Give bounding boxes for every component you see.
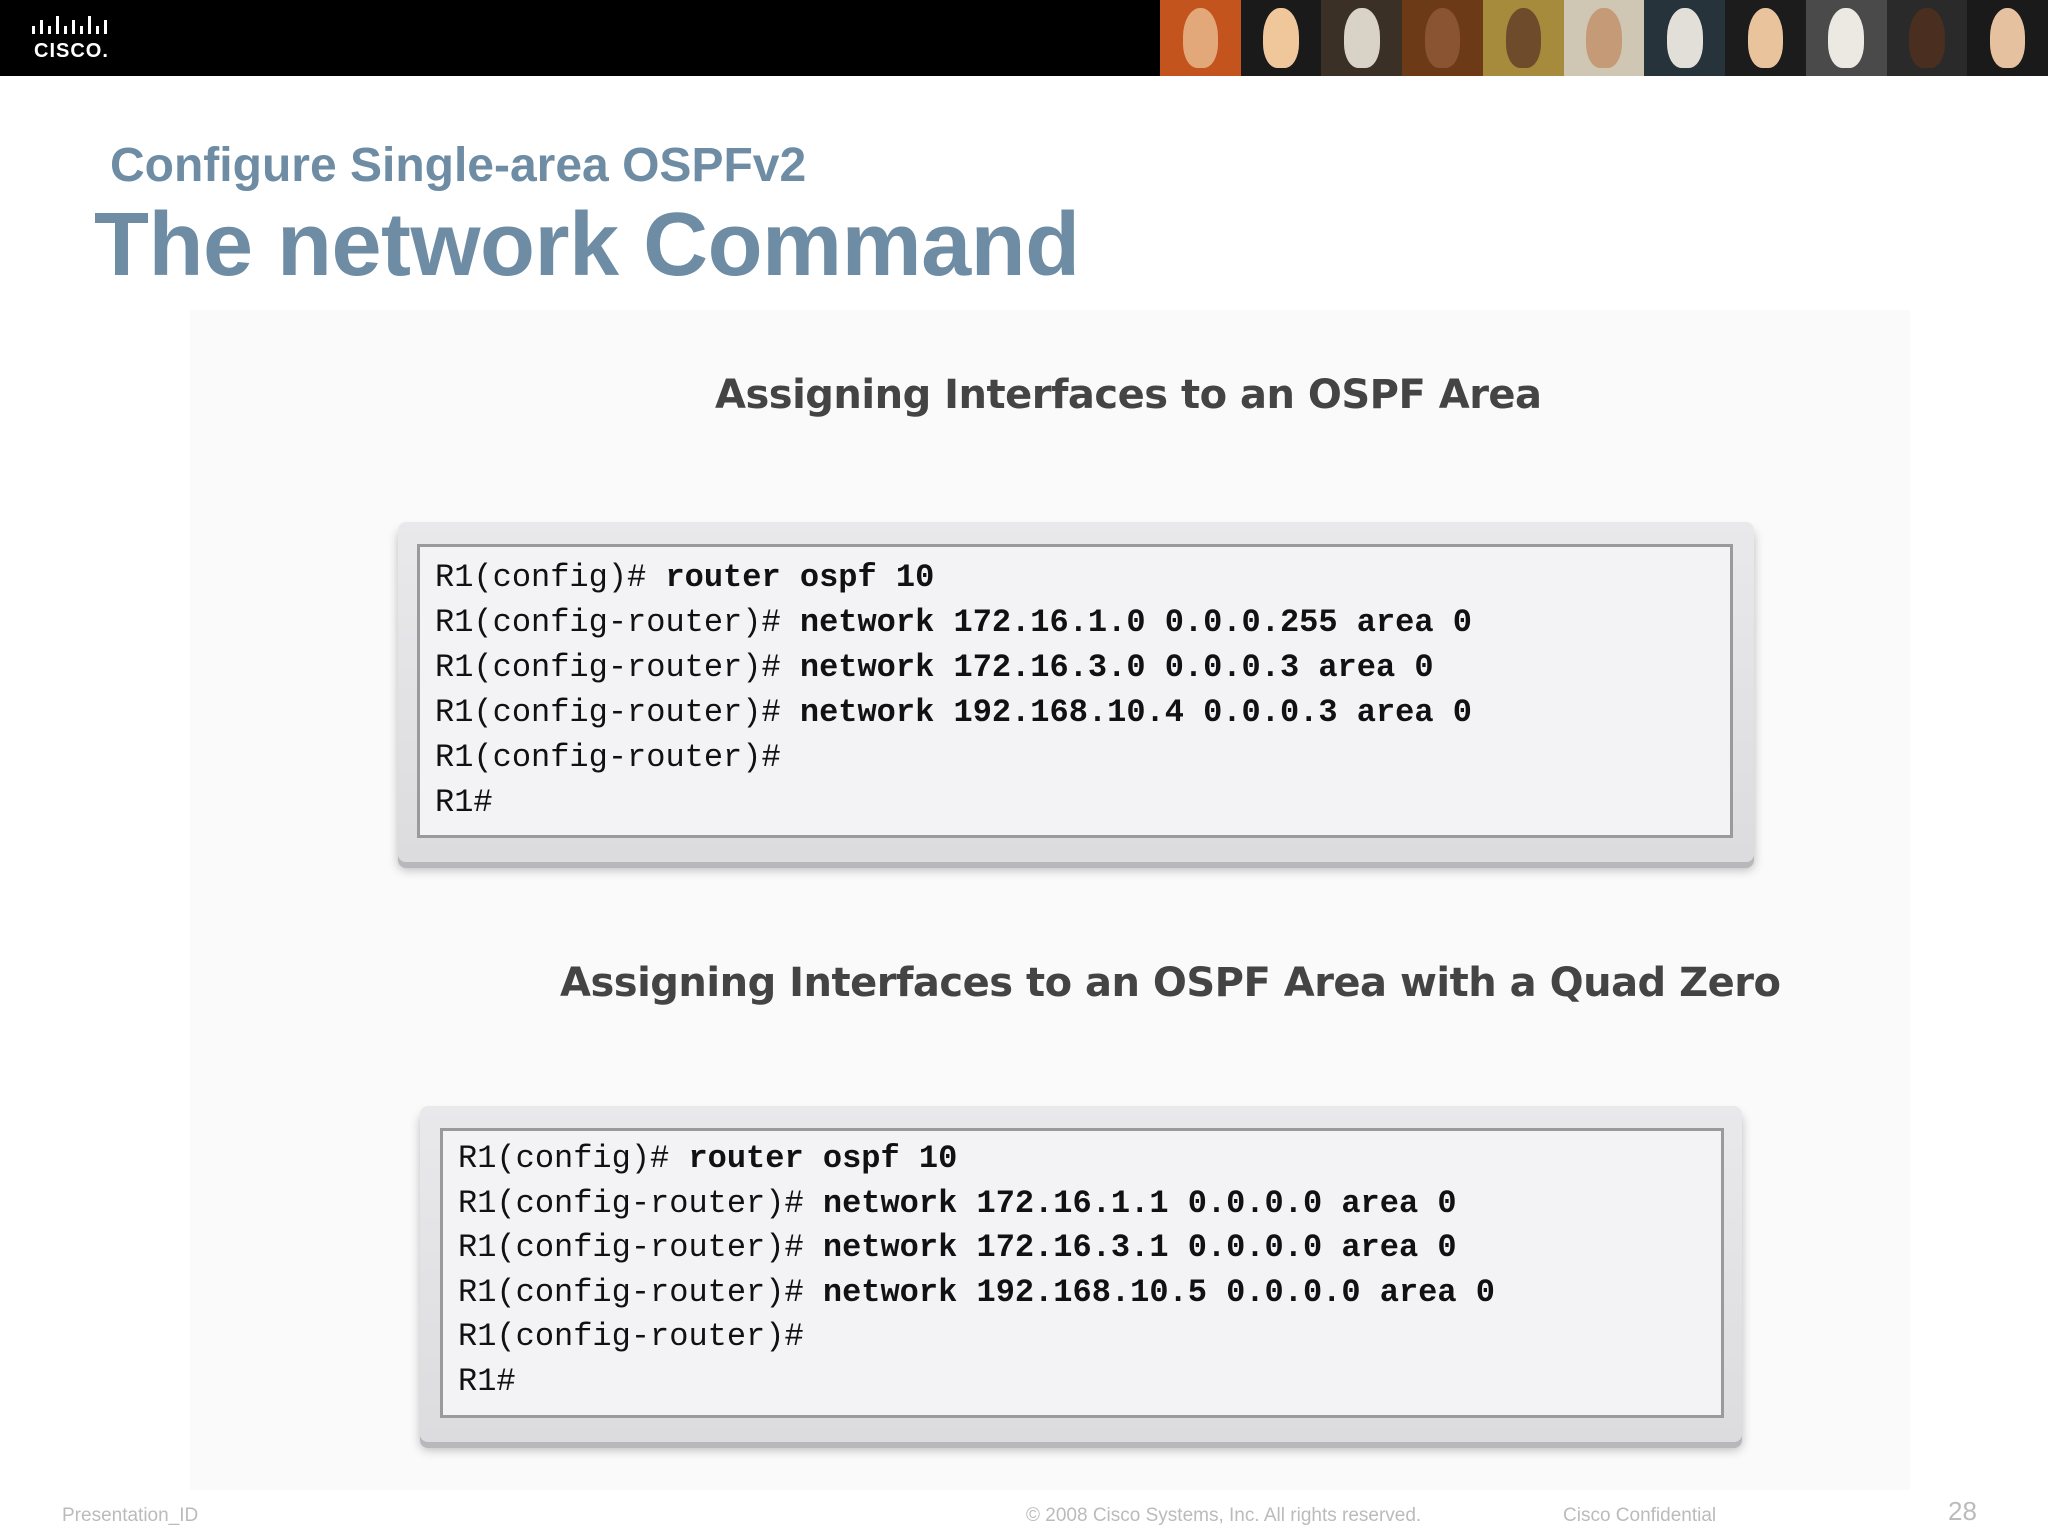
- person-face-icon: [1909, 8, 1945, 68]
- header-photo: [1725, 0, 1806, 76]
- person-face-icon: [1586, 8, 1622, 68]
- code-line: R1(config-router)# network 172.16.3.1 0.…: [458, 1226, 1721, 1271]
- header-photo: [1402, 0, 1483, 76]
- person-face-icon: [1424, 8, 1461, 68]
- cli-command: network 172.16.1.0 0.0.0.255 area 0: [799, 604, 1472, 641]
- cli-prompt: R1(config-router)#: [435, 694, 800, 731]
- cli-prompt: R1(config-router)#: [458, 1184, 823, 1222]
- cli-command: network 172.16.3.1 0.0.0.0 area 0: [822, 1229, 1457, 1266]
- header-photo: [1886, 0, 1968, 76]
- cli-prompt: R1(config)#: [435, 559, 666, 596]
- cli-prompt: R1(config)#: [458, 1140, 689, 1177]
- cli-prompt: R1(config-router)#: [435, 604, 800, 641]
- code-line: R1(config-router)# network 172.16.1.0 0.…: [435, 600, 1730, 645]
- footer-confidential: Cisco Confidential: [1563, 1505, 1717, 1526]
- person-face-icon: [1667, 8, 1703, 68]
- code-line: R1(config-router)# network 172.16.1.1 0.…: [458, 1182, 1721, 1227]
- section-heading-quad-zero: Assigning Interfaces to an OSPF Area wit…: [560, 960, 1781, 1006]
- footer-presentation-id: Presentation_ID: [62, 1505, 199, 1526]
- header-photo: [1805, 0, 1887, 76]
- person-face-icon: [1747, 8, 1784, 68]
- header-photo: [1563, 0, 1645, 76]
- header-photo: [1967, 0, 2048, 76]
- code-line: R1(config-router)#: [435, 735, 1730, 780]
- cisco-bridge-logo-icon: [32, 16, 107, 34]
- cli-prompt: R1(config-router)#: [458, 1273, 823, 1311]
- cli-command: router ospf 10: [688, 1140, 958, 1177]
- person-face-icon: [1828, 8, 1864, 68]
- cli-prompt: R1(config-router)#: [458, 1229, 823, 1266]
- code-line: R1(config)# router ospf 10: [435, 555, 1730, 600]
- person-face-icon: [1263, 8, 1299, 68]
- cli-command: router ospf 10: [665, 559, 935, 596]
- cli-command: network 172.16.1.1 0.0.0.0 area 0: [822, 1184, 1457, 1222]
- person-face-icon: [1989, 8, 2026, 68]
- slide-title: The network Command: [94, 195, 1080, 295]
- cli-prompt: R1#: [435, 784, 493, 821]
- person-face-icon: [1344, 8, 1380, 68]
- footer-copyright: © 2008 Cisco Systems, Inc. All rights re…: [1026, 1505, 1422, 1526]
- cisco-logo: CISCO.: [30, 14, 120, 64]
- header-photo: [1240, 0, 1322, 76]
- code-line: R1(config-router)# network 192.168.10.4 …: [435, 690, 1730, 735]
- slide-subtitle: Configure Single-area OSPFv2: [110, 139, 807, 192]
- code-line: R1(config-router)# network 192.168.10.5 …: [458, 1271, 1721, 1316]
- code-line: R1(config)# router ospf 10: [458, 1137, 1721, 1182]
- cli-prompt: R1(config-router)#: [435, 739, 781, 776]
- person-face-icon: [1182, 8, 1219, 68]
- header-photo: [1482, 0, 1564, 76]
- code-line: R1(config-router)#: [458, 1315, 1721, 1360]
- code-line: R1#: [458, 1360, 1721, 1405]
- header-photo: [1160, 0, 1241, 76]
- header-photo: [1321, 0, 1403, 76]
- code-line: R1#: [435, 780, 1730, 825]
- header-bar: CISCO.: [0, 0, 2048, 76]
- person-face-icon: [1505, 8, 1542, 68]
- cli-command: network 192.168.10.5 0.0.0.0 area 0: [822, 1273, 1495, 1311]
- cli-prompt: R1(config-router)#: [458, 1318, 804, 1355]
- cli-prompt: R1#: [458, 1362, 516, 1400]
- cli-command: network 192.168.10.4 0.0.0.3 area 0: [799, 694, 1472, 731]
- header-photo-strip: [1160, 0, 2048, 76]
- section-heading-ospf-area: Assigning Interfaces to an OSPF Area: [715, 372, 1542, 418]
- page-number: 28: [1948, 1496, 1977, 1526]
- cli-command: network 172.16.3.0 0.0.0.3 area 0: [799, 649, 1434, 686]
- code-line: R1(config-router)# network 172.16.3.0 0.…: [435, 645, 1730, 690]
- header-photo: [1644, 0, 1726, 76]
- cisco-logo-text: CISCO.: [34, 40, 109, 62]
- cli-prompt: R1(config-router)#: [435, 649, 800, 686]
